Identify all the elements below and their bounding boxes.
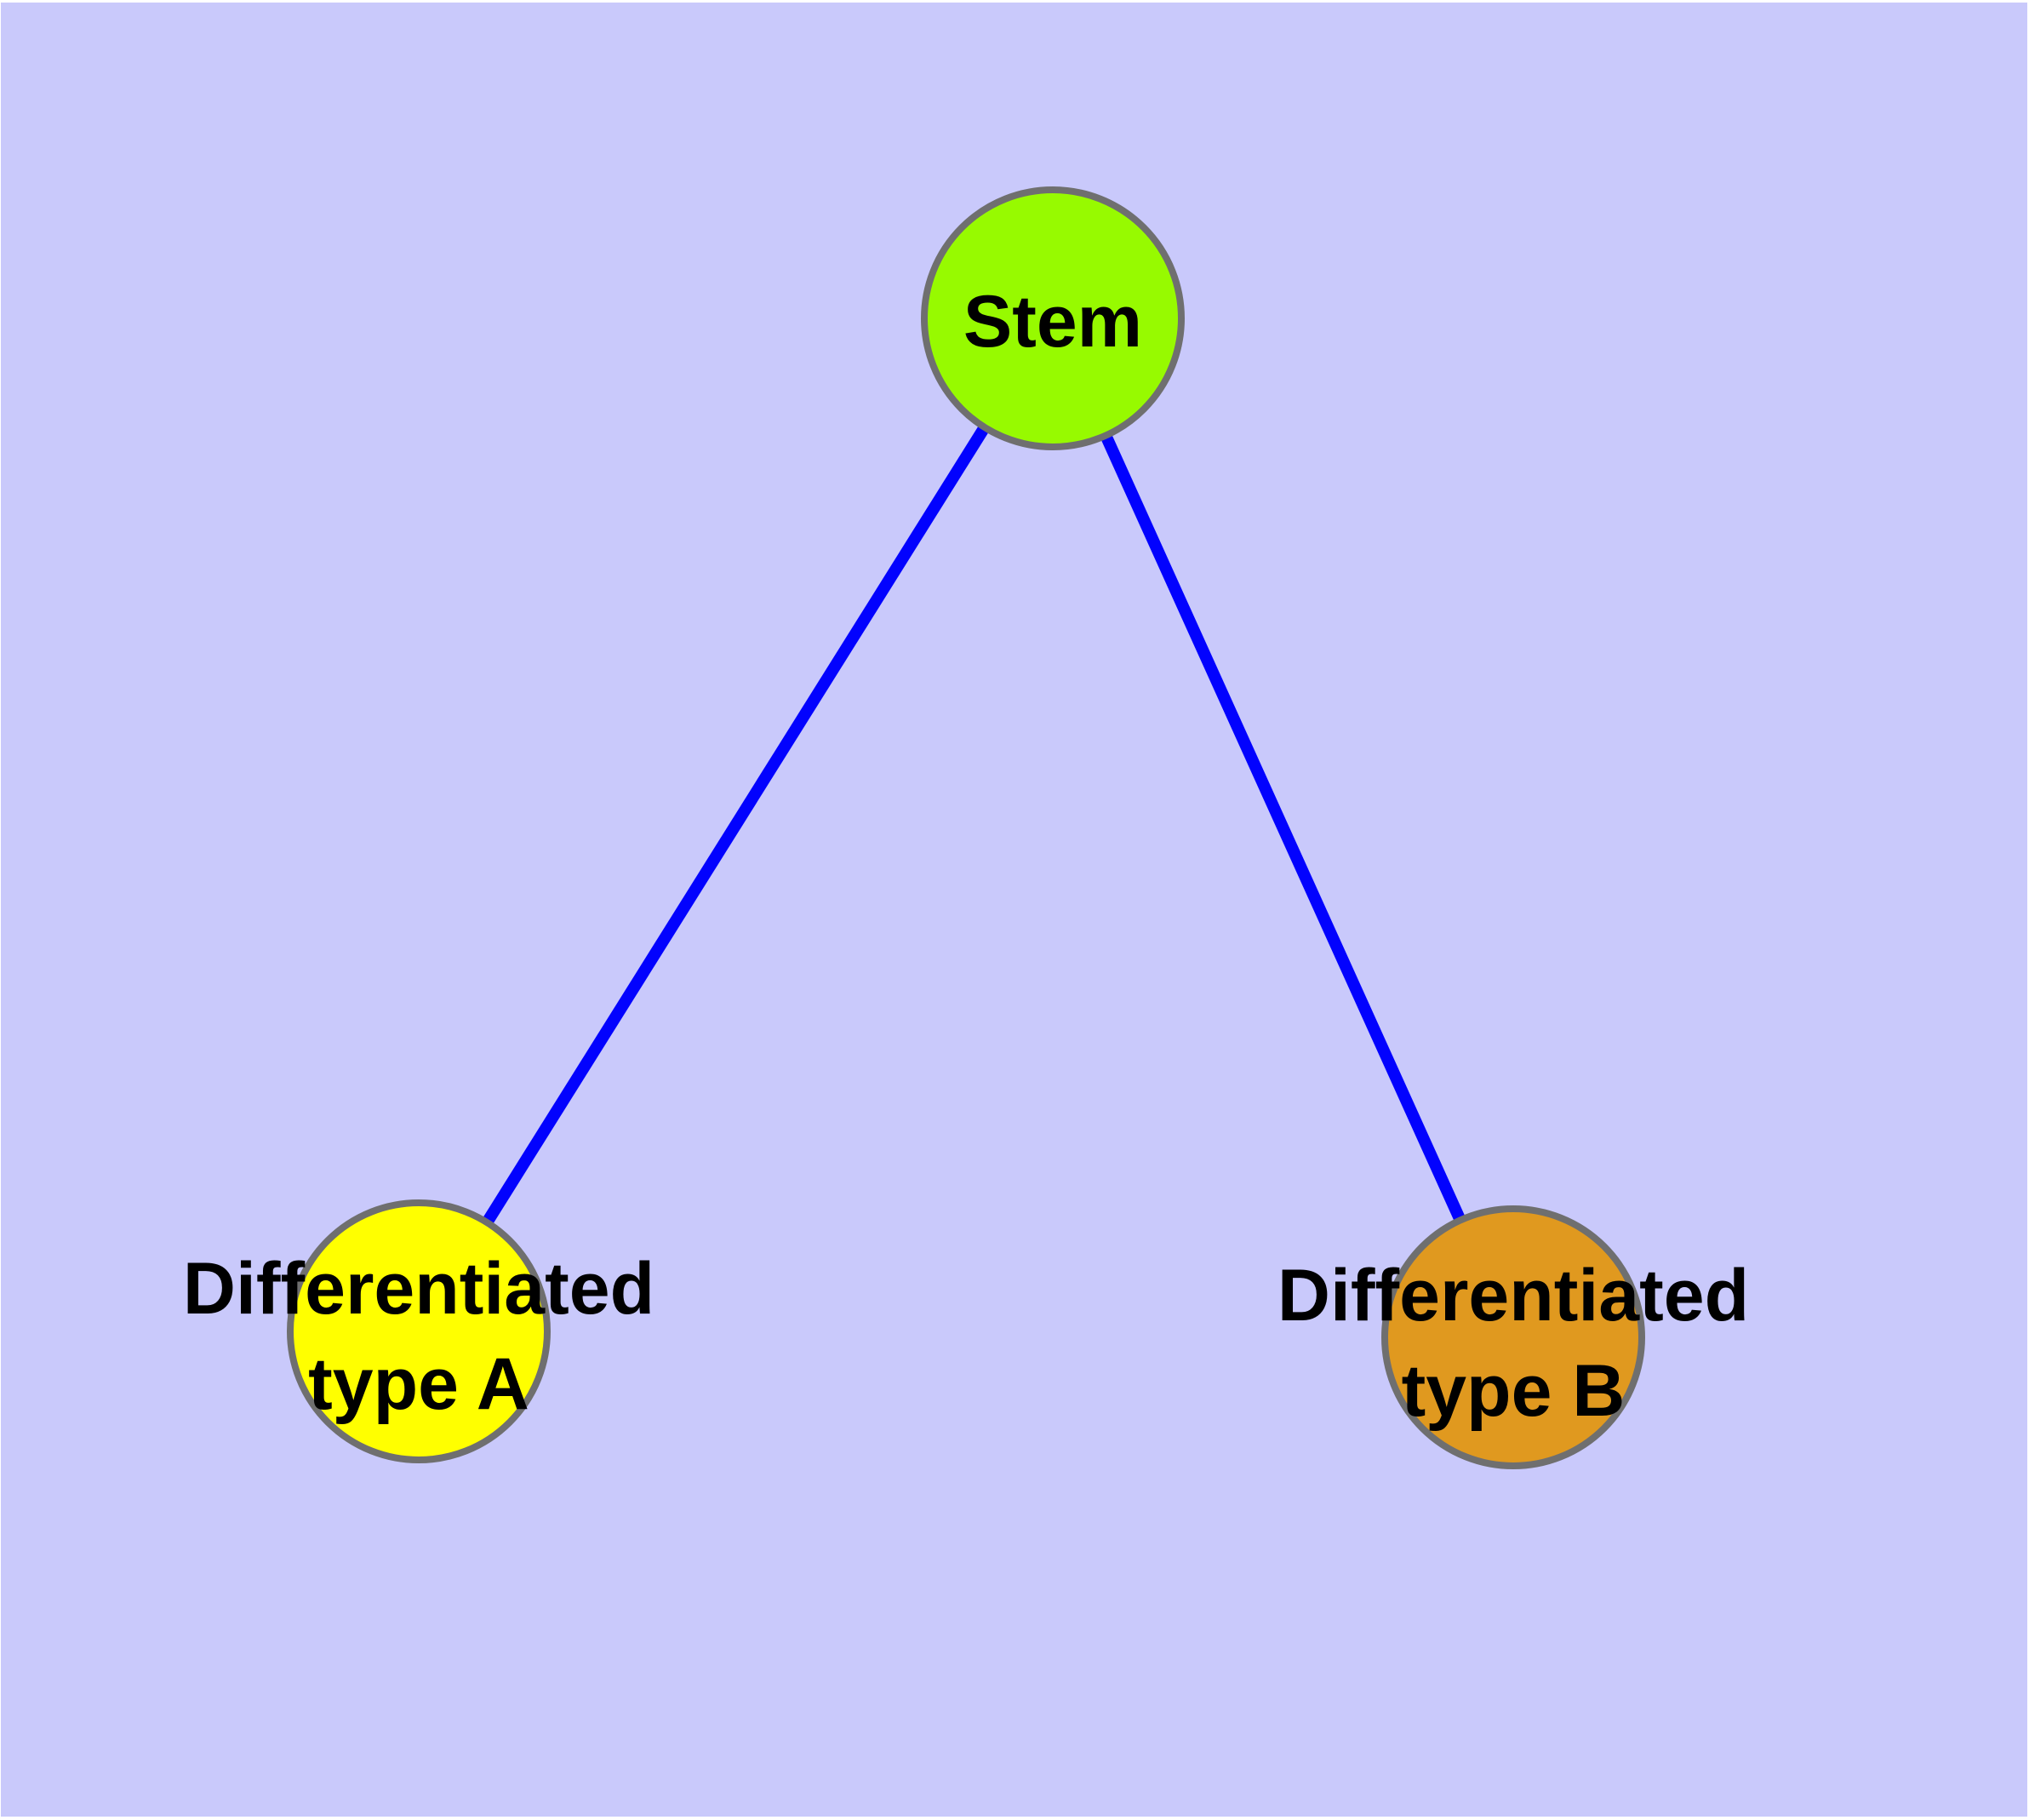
edge-stem-to-type-a — [414, 315, 1058, 1335]
node-differentiated-type-a-label-line2: type A — [308, 1343, 529, 1425]
node-differentiated-type-b-label-line1: Differentiated — [1277, 1255, 1749, 1336]
node-differentiated-type-a-label-line1: Differentiated — [183, 1248, 654, 1330]
node-differentiated-type-b-label-line2: type B — [1402, 1350, 1626, 1432]
node-stem-label: Stem — [963, 281, 1142, 363]
node-differentiated-type-a — [287, 1199, 551, 1463]
node-stem — [921, 186, 1185, 450]
node-differentiated-type-b — [1381, 1205, 1645, 1469]
edge-stem-to-type-b — [1047, 316, 1519, 1340]
